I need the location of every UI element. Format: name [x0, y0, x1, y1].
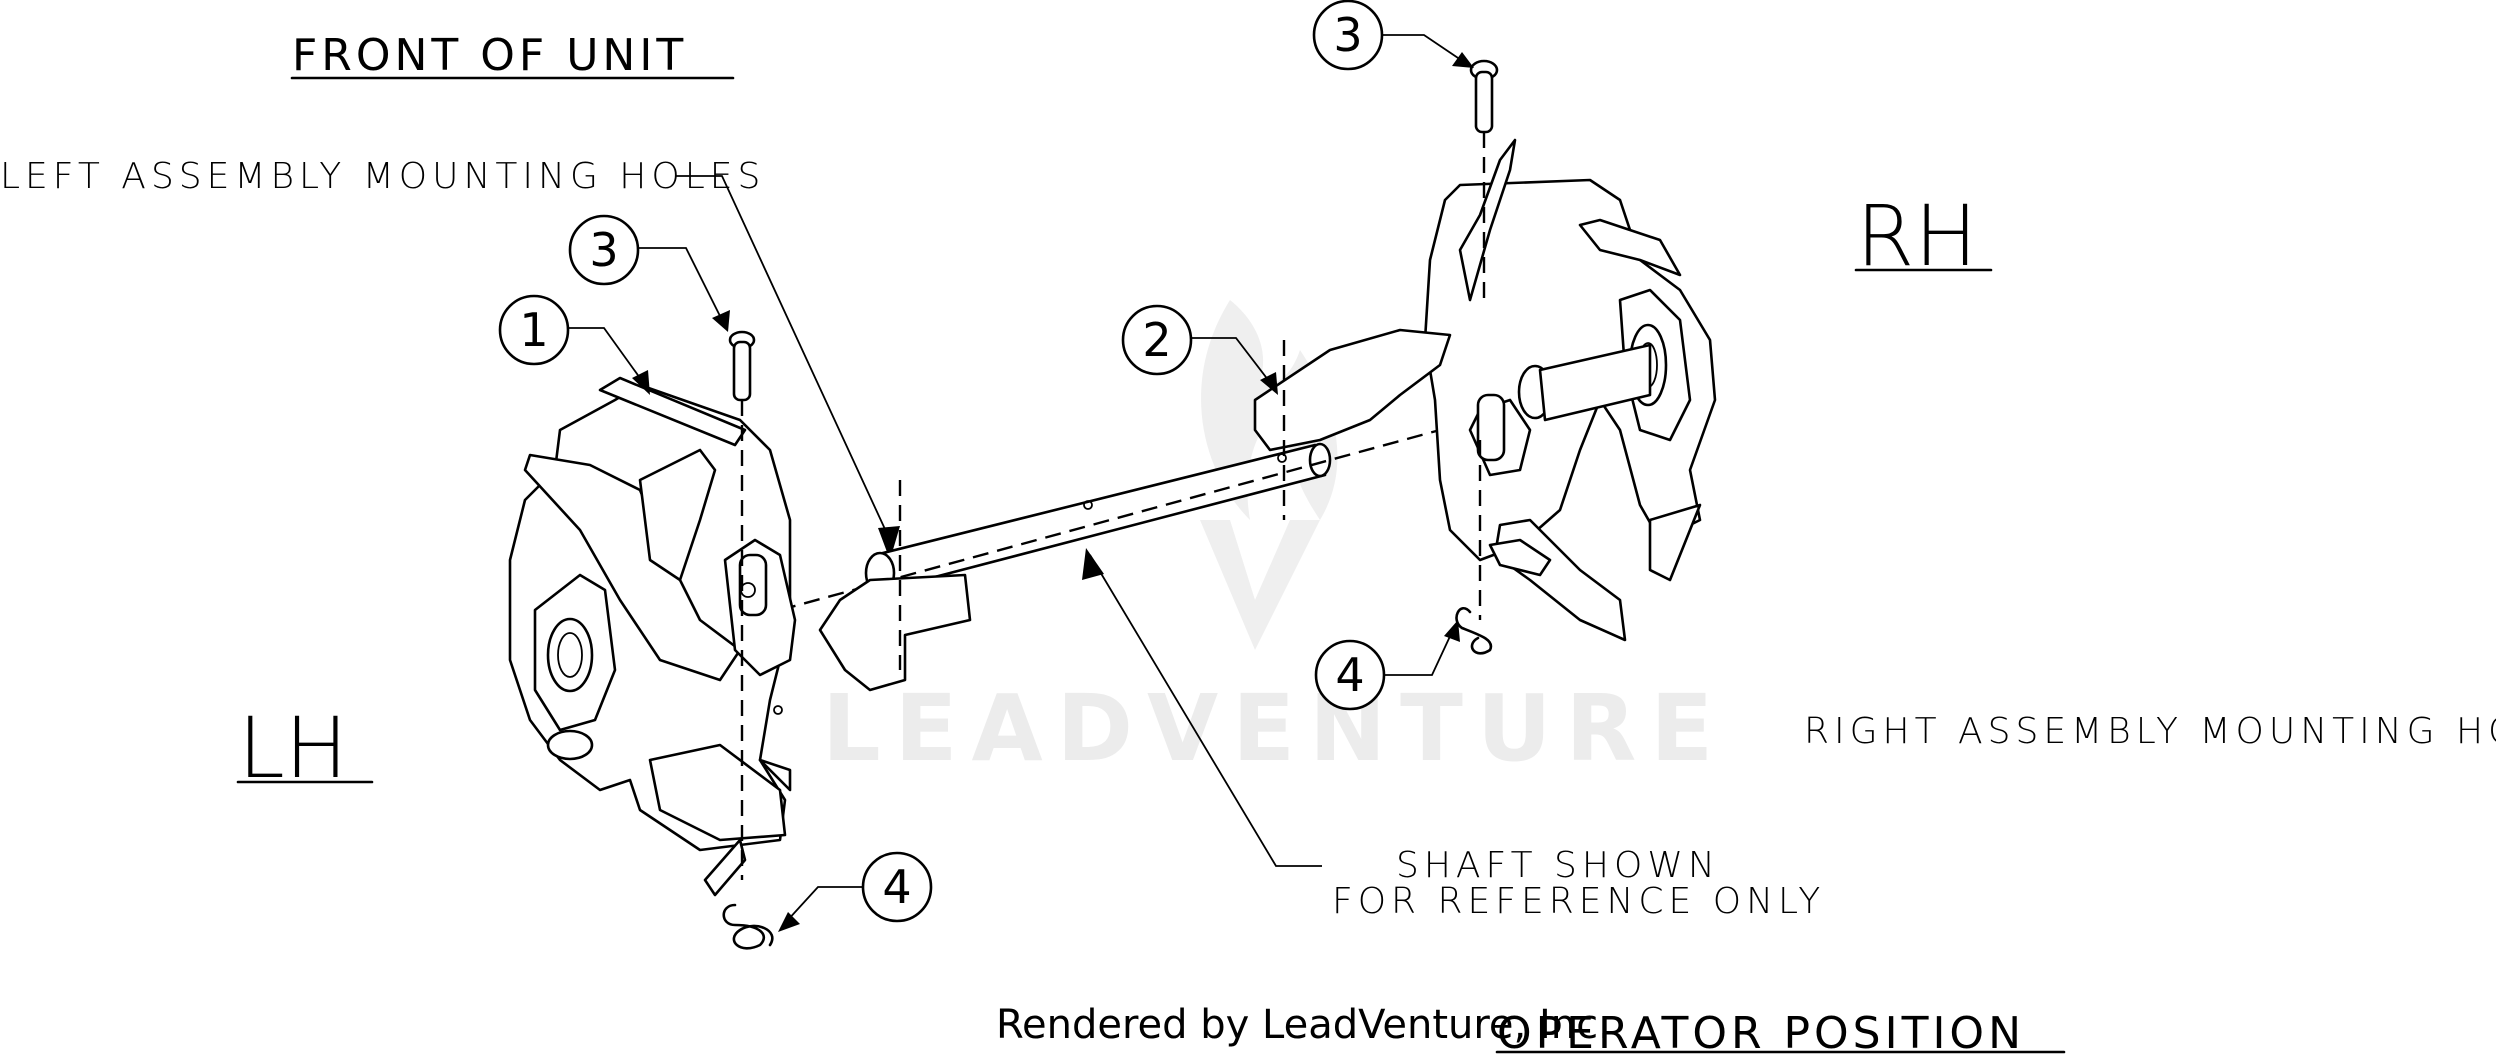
callout-item-4-left[interactable]: 4	[861, 851, 933, 923]
render-credit: Rendered by LeadVenture, Inc.	[996, 1002, 1611, 1048]
svg-text:4: 4	[1335, 648, 1364, 702]
svg-text:1: 1	[519, 303, 548, 357]
callout-item-2-arrow	[1260, 372, 1278, 395]
callout-item-4-right[interactable]: 4	[1314, 639, 1386, 711]
lh-hitch-pin	[728, 330, 756, 880]
rh-tine-assembly	[1253, 138, 1717, 642]
callout-item-4-left-arrow	[778, 912, 800, 932]
callout-item-3-left-leader	[638, 247, 723, 321]
lh-tine-assembly	[508, 376, 972, 897]
front-of-unit-label: FRONT OF UNIT	[292, 30, 687, 81]
callout-item-3-top-leader	[1382, 34, 1465, 63]
svg-text:2: 2	[1142, 313, 1171, 367]
callout-item-3-top[interactable]: 3	[1312, 0, 1384, 71]
watermark-text: LEADVENTURE	[822, 675, 1727, 782]
callout-item-1[interactable]: 1	[498, 294, 570, 366]
svg-text:3: 3	[1333, 8, 1362, 62]
callout-item-4-right-arrow	[1444, 620, 1460, 642]
callout-item-1-arrow	[632, 370, 650, 395]
left-mounting-holes-label: LEFT ASSEMBLY MOUNTING HOLES	[0, 156, 765, 197]
left-mounting-holes-leader	[676, 175, 891, 541]
left-mounting-holes-arrow	[878, 526, 900, 560]
shaft-note-leader	[1089, 554, 1322, 867]
rh-hitch-pin	[1469, 59, 1499, 300]
shaft-note-line1: SHAFT SHOWN	[1396, 845, 1720, 886]
svg-text:3: 3	[589, 223, 618, 277]
shaft-note-line2: FOR REFERENCE ONLY	[1332, 881, 1825, 922]
lh-hairpin-clip	[722, 903, 774, 950]
rh-hairpin-clip	[1455, 607, 1493, 655]
shaft-note-arrow	[1082, 548, 1104, 580]
callout-item-4-left-leader	[785, 886, 863, 923]
rh-label: RH	[1856, 187, 1978, 285]
callout-item-2-leader	[1191, 337, 1273, 386]
right-mounting-holes-label: RIGHT ASSEMBLY MOUNTING HOLES	[1804, 711, 2496, 752]
callout-item-2[interactable]: 2	[1121, 304, 1193, 376]
callout-item-1-leader	[568, 327, 646, 386]
lh-label: LH	[238, 699, 348, 797]
callout-item-3-top-arrow	[1452, 52, 1474, 68]
operator-position-label: OPERATOR POSITION	[1497, 1008, 2025, 1054]
callout-item-4-right-leader	[1384, 631, 1453, 676]
svg-text:4: 4	[882, 860, 911, 914]
callout-item-3-left-arrow	[712, 310, 730, 332]
callout-item-3-left[interactable]: 3	[568, 214, 640, 286]
